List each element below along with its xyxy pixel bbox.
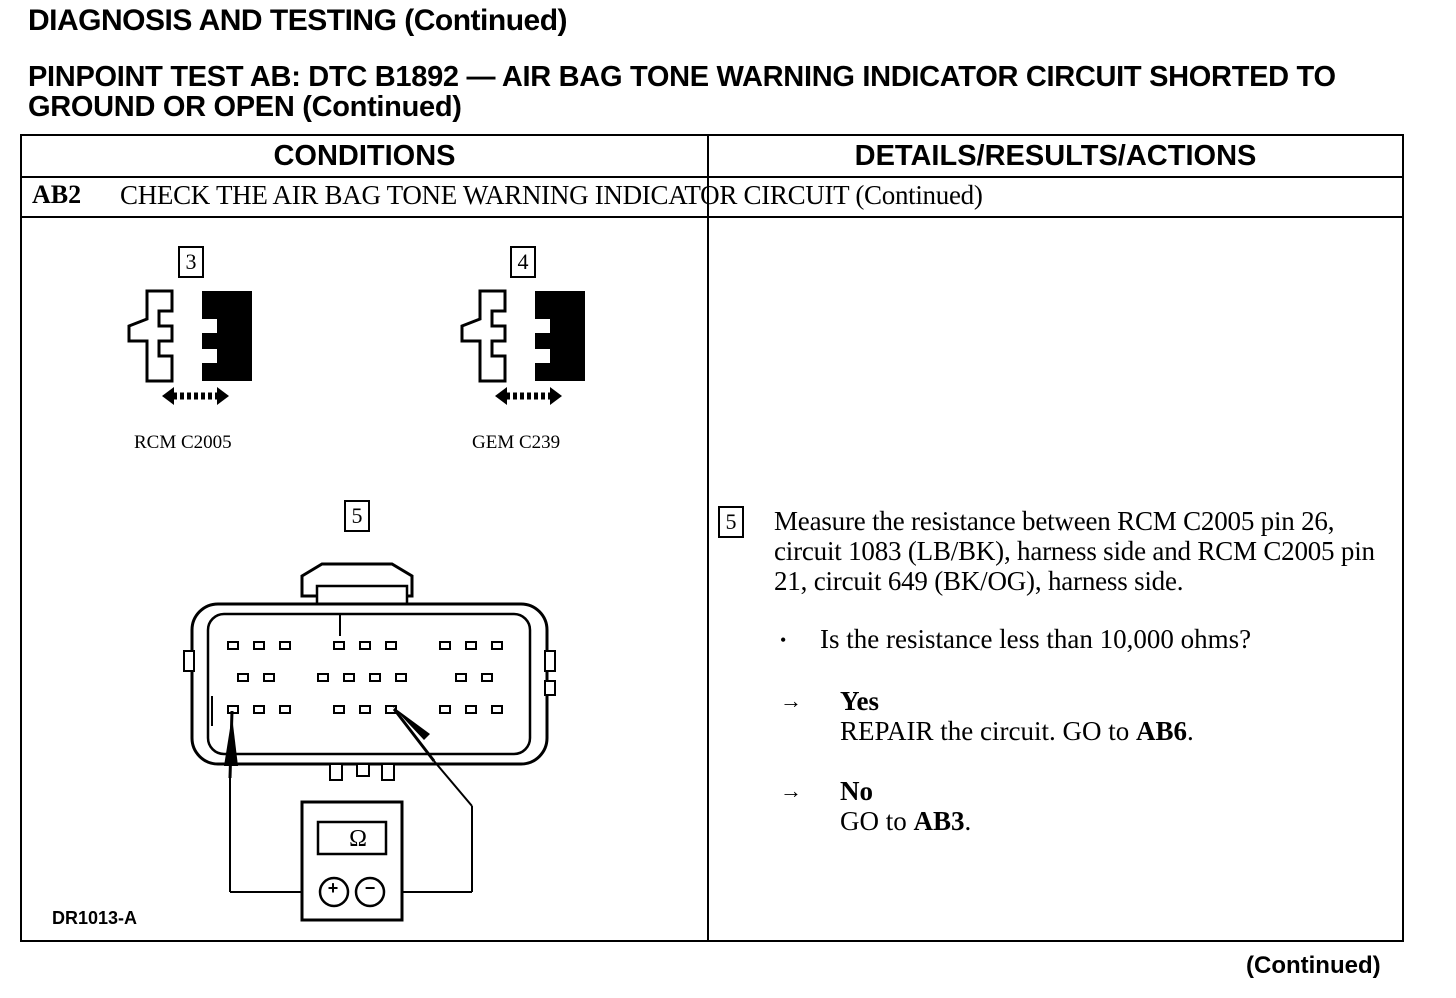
step-id: AB2 xyxy=(32,180,82,209)
column-divider xyxy=(707,136,709,940)
no-label: No xyxy=(840,776,873,806)
connector-disconnect-icon-rcm xyxy=(127,289,252,405)
step-divider xyxy=(22,216,1402,218)
step-3-number-box: 3 xyxy=(178,246,204,278)
yes-action: REPAIR the circuit. GO to xyxy=(840,716,1130,746)
no-action: GO to xyxy=(840,806,907,836)
resistance-question: Is the resistance less than 10,000 ohms? xyxy=(820,624,1252,654)
connector-label-gem: GEM C239 xyxy=(472,432,561,453)
yes-result: Yes REPAIR the circuit. GO to AB6. xyxy=(840,686,1194,746)
meter-plus-terminal: + xyxy=(327,878,339,898)
yes-arrow-icon: → xyxy=(780,688,802,713)
no-result: No GO to AB3. xyxy=(840,776,971,836)
yes-label: Yes xyxy=(840,686,879,716)
header-details: DETAILS/RESULTS/ACTIONS xyxy=(854,140,1257,172)
measure-instruction: Measure the resistance between RCM C2005… xyxy=(774,506,1375,596)
page-title: DIAGNOSIS AND TESTING (Continued) xyxy=(28,4,568,37)
details-step-5-number-box: 5 xyxy=(718,506,744,538)
step-5-number-box: 5 xyxy=(344,500,370,532)
header-conditions: CONDITIONS xyxy=(273,140,456,172)
no-period: . xyxy=(964,806,972,836)
yes-period: . xyxy=(1187,716,1194,746)
meter-minus-terminal: − xyxy=(364,878,376,898)
yes-target: AB6 xyxy=(1136,716,1188,746)
connector-label-rcm: RCM C2005 xyxy=(134,432,232,453)
header-divider xyxy=(22,176,1402,178)
step-title: CHECK THE AIR BAG TONE WARNING INDICATOR… xyxy=(120,180,983,210)
no-arrow-icon: → xyxy=(780,778,802,803)
pinpoint-test-table: CONDITIONS DETAILS/RESULTS/ACTIONS AB2 C… xyxy=(20,134,1404,942)
continued-footer: (Continued) xyxy=(1246,952,1381,979)
figure-code: DR1013-A xyxy=(52,908,138,928)
rcm-connector-meter-diagram xyxy=(183,562,556,922)
step-4-number-box: 4 xyxy=(510,246,536,278)
connector-disconnect-icon-gem xyxy=(460,289,585,405)
no-target: AB3 xyxy=(913,806,965,836)
pinpoint-test-title: PINPOINT TEST AB: DTC B1892 — AIR BAG TO… xyxy=(28,61,1336,123)
ohm-symbol: Ω xyxy=(349,826,367,852)
bullet: • xyxy=(780,630,787,650)
